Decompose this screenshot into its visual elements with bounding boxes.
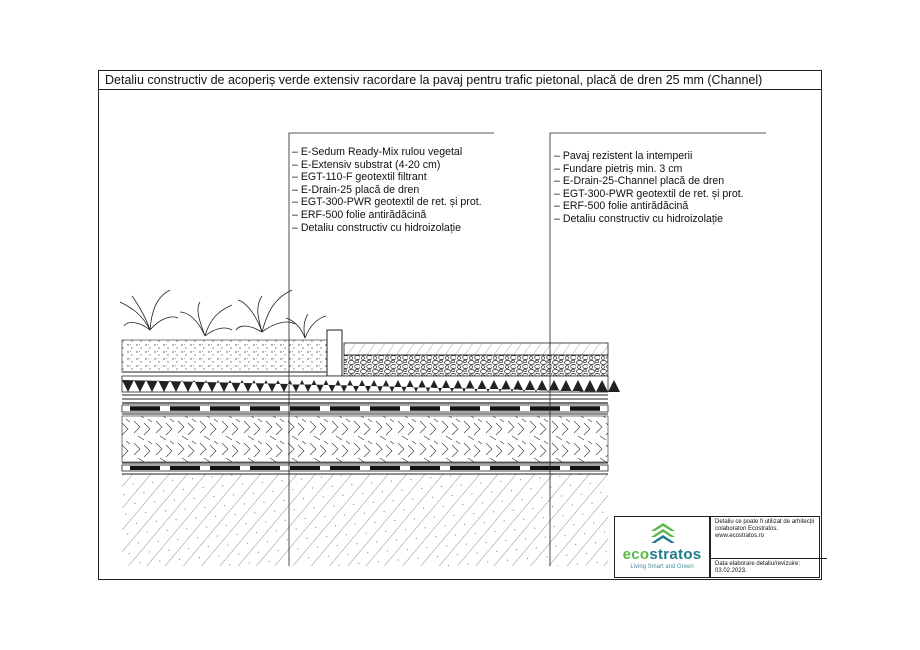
green-roof-layers [121,339,329,373]
brand-name: ecostratos [622,546,702,563]
label-root-barrier-2: ERF-500 folie antirădăcină [554,200,744,213]
label-drain-board: E-Drain-25 placă de dren [292,184,482,197]
drawing-title: Detaliu constructiv de acoperiș verde ex… [105,73,763,87]
info-box: Detaliu ce poate fi utilizat de arhitecț… [710,516,827,578]
info-date: 03.02.2023. [715,568,747,575]
drainage-board [121,375,620,393]
concrete-slab [122,474,608,566]
info-note: Detaliu ce poate fi utilizat de arhitecț… [715,519,815,533]
label-filter-geotextile: EGT-110-F geotextil filtrant [292,171,482,184]
leader-lines [288,132,766,566]
label-waterproofing: Detaliu constructiv cu hidroizolație [292,222,482,235]
membranes [121,394,609,415]
info-date-label: Data elaborare detaliu/revizuire: [715,561,801,567]
label-channel-drain: E-Drain-25-Channel placă de dren [554,175,744,188]
info-website: www.ecostratos.ro [715,533,765,540]
label-protection-geotextile: EGT-300-PWR geotextil de ret. și prot. [292,196,482,209]
logo-mark-icon [651,523,675,543]
pavement-labels: Pavaj rezistent la intemperii Fundare pi… [554,150,744,226]
label-substrate: E-Extensiv substrat (4-20 cm) [292,159,482,172]
label-waterproofing-2: Detaliu constructiv cu hidroizolație [554,213,744,226]
drawing-sheet: Detaliu constructiv de acoperiș verde ex… [98,70,822,580]
label-protection-geotextile-2: EGT-300-PWR geotextil de ret. și prot. [554,188,744,201]
curb [326,329,343,377]
label-pavement: Pavaj rezistent la intemperii [554,150,744,163]
vapour-barrier [121,462,609,472]
pavement-layers [343,342,609,377]
thermal-insulation [121,415,609,463]
vegetation [119,289,327,339]
label-sedum: E-Sedum Ready-Mix rulou vegetal [292,146,482,159]
logo-box: ecostratos Living Smart and Green [614,516,710,578]
green-roof-labels: E-Sedum Ready-Mix rulou vegetal E-Extens… [292,146,482,234]
brand-slogan: Living Smart and Green [630,564,694,570]
label-gravel-base: Fundare pietriș min. 3 cm [554,163,744,176]
title-bar: Detaliu constructiv de acoperiș verde ex… [99,71,821,90]
label-root-barrier: ERF-500 folie antirădăcină [292,209,482,222]
